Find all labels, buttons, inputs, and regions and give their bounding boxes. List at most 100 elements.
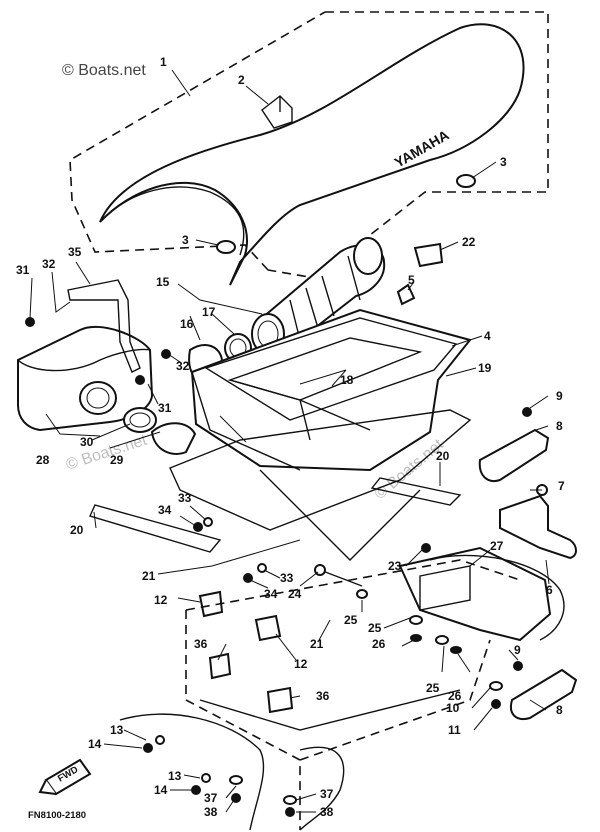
callout-28: 28 [36,453,50,467]
callout-33-upper: 33 [178,491,192,505]
bracket [67,279,141,373]
callout-14-lower: 14 [154,783,168,797]
callout-25-a: 25 [344,613,358,627]
callout-20-right: 20 [436,449,450,463]
callout-26-a: 26 [372,637,386,651]
ring-29-inner [129,412,151,428]
callout-11: 11 [448,723,461,737]
watermark-top-left: © Boats.net [62,62,146,79]
callout-14-upper: 14 [88,737,102,751]
handle-lower [510,668,578,720]
clip-12-left [198,590,224,618]
callout-20-left: 20 [70,523,84,537]
callout-21-right: 21 [310,637,324,651]
callout-37-left: 37 [204,791,218,805]
airbox-tray [169,308,472,561]
washer-25a [356,589,368,599]
washer-25b [409,615,423,625]
callout-19: 19 [478,361,492,375]
handle-upper [478,428,550,482]
nut-34a [193,522,203,532]
callout-34-lower: 34 [264,587,278,601]
seat-cushion [99,23,525,286]
nut-31a [25,317,35,327]
callout-25-b: 25 [368,621,382,635]
callout-labels: 1 2 3 3 22 5 4 19 18 15 16 17 35 31 32 3… [16,55,565,819]
callout-24: 24 [288,587,302,601]
washer-37a [229,775,243,785]
grommet-right [456,174,476,188]
callout-27: 27 [490,539,504,553]
callout-21-left: 21 [142,569,156,583]
washer-13a [155,735,165,745]
callout-29: 29 [110,453,124,467]
nut-14a [143,743,153,753]
callout-3-left: 3 [182,233,189,247]
seat-assembly: YAMAHA [69,11,549,286]
callout-12-right: 12 [294,657,308,671]
callout-12-left: 12 [154,593,168,607]
callout-38-right: 38 [320,805,334,819]
callout-9-upper: 9 [556,389,563,403]
callout-18: 18 [340,373,354,387]
washer-26b [450,646,462,654]
nut-34b [243,573,253,583]
small-clip [396,283,416,306]
silencer-box [17,325,154,432]
callout-4: 4 [484,329,491,343]
ring-29 [123,407,157,433]
callout-34-upper: 34 [158,503,172,517]
callout-9-lower: 9 [514,643,521,657]
duct-connector [413,242,444,268]
callout-2: 2 [238,73,245,87]
nut-14b [191,785,201,795]
seal-strip-right [370,477,462,506]
callout-38-left: 38 [204,805,218,819]
leader-lines [29,69,550,813]
clip-36-right [266,686,294,714]
hull-frame [119,554,565,831]
callout-17: 17 [202,305,216,319]
bracket-6 [499,494,577,560]
nut-11 [491,699,501,709]
callout-36-right: 36 [316,689,330,703]
seat-dashed-outline [69,11,549,279]
callout-31-mid: 31 [158,401,172,415]
callout-37-right: 37 [320,787,334,801]
intake-duct [251,237,386,355]
callout-33-lower: 33 [280,571,294,585]
watermark-diagonal-1: © Boats.net [64,432,150,474]
washer-13b [201,773,211,783]
seat-edge [99,186,245,256]
callout-30: 30 [80,435,94,449]
callout-1: 1 [160,55,167,69]
callout-35: 35 [68,245,82,259]
callout-32-mid: 32 [176,359,190,373]
hose-30 [150,422,197,455]
callout-36-left: 36 [194,637,208,651]
callout-3-right: 3 [500,155,507,169]
fwd-arrow: FWD [38,758,92,796]
mount-plate-27 [398,546,552,642]
nut-38b [285,807,295,817]
mount-plate-27-detail [419,565,471,611]
nut-31b [135,375,145,385]
clip-12-right [254,614,282,642]
bolt-24 [319,569,363,587]
callout-7: 7 [558,479,565,493]
callout-6: 6 [546,583,553,597]
bolt-9-upper [522,407,532,417]
washer-37b [283,795,297,805]
callout-31-top: 31 [16,263,30,277]
callout-25-c: 25 [426,681,440,695]
callout-13-lower: 13 [168,769,182,783]
callout-5: 5 [408,273,415,287]
drawing-code: FN8100-2180 [28,810,86,821]
callout-15: 15 [156,275,170,289]
callout-8-upper: 8 [556,419,563,433]
callout-16: 16 [180,317,194,331]
callout-23: 23 [388,559,402,573]
nut-23 [421,543,431,553]
seat-hinge-part [261,95,293,129]
